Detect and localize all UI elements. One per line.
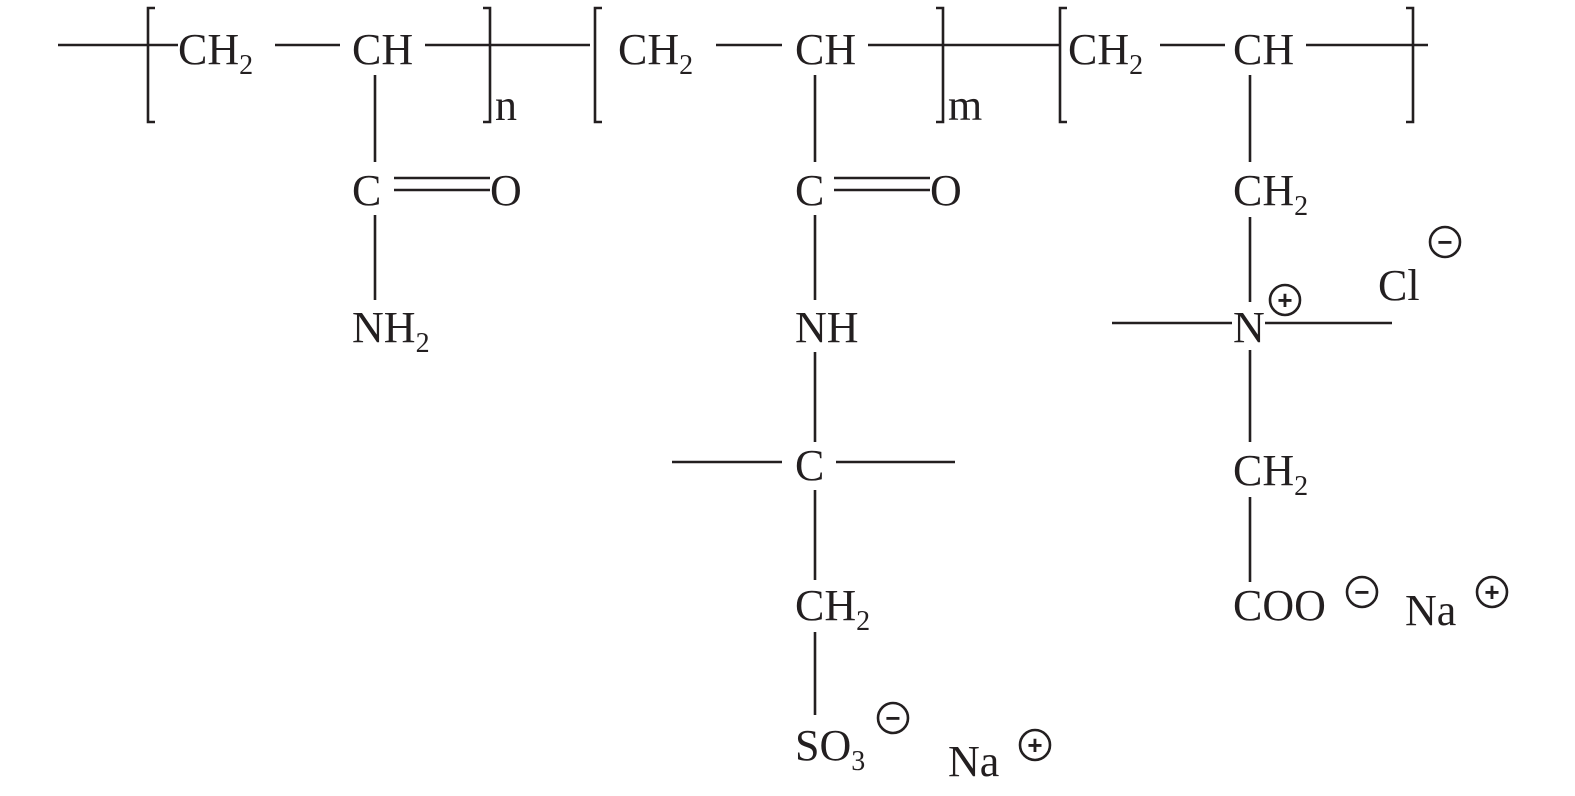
ch2-label: CH2 bbox=[1068, 25, 1143, 81]
unit3-betaine: CH2 CH CH2 N + Cl − CH2 COO − Na + bbox=[1058, 6, 1509, 635]
ch-label: CH bbox=[1233, 25, 1294, 74]
right-bracket bbox=[483, 6, 492, 124]
chloride-label: Cl bbox=[1378, 261, 1420, 310]
nitrogen-label: N bbox=[1233, 303, 1265, 352]
quaternary-c: C bbox=[795, 441, 824, 490]
ch2-label: CH2 bbox=[1233, 166, 1308, 222]
ch2-label: CH2 bbox=[795, 581, 870, 637]
ch-label: CH bbox=[352, 25, 413, 74]
carbonyl-o: O bbox=[490, 166, 522, 215]
positive-charge-icon: + bbox=[1268, 283, 1302, 317]
ch2-label: CH2 bbox=[618, 25, 693, 81]
ch2-label: CH2 bbox=[178, 25, 253, 81]
repeat-m: m bbox=[948, 81, 982, 130]
unit2-amps: CH2 CH m C O NH C CH2 SO3 − Na + bbox=[593, 6, 1060, 786]
unit1-acrylamide: CH2 CH n C O NH2 bbox=[58, 6, 590, 359]
svg-text:+: + bbox=[1277, 285, 1292, 315]
negative-charge-icon: − bbox=[1428, 225, 1462, 259]
right-bracket bbox=[1406, 6, 1415, 124]
sodium-label: Na bbox=[948, 737, 999, 786]
ch2-label: CH2 bbox=[1233, 446, 1308, 502]
carbonyl-o: O bbox=[930, 166, 962, 215]
svg-text:−: − bbox=[1354, 577, 1369, 607]
positive-charge-icon: + bbox=[1018, 728, 1052, 762]
carbonyl-c: C bbox=[352, 166, 381, 215]
left-bracket bbox=[1058, 6, 1067, 124]
right-bracket bbox=[936, 6, 945, 124]
carboxylate-label: COO bbox=[1233, 581, 1326, 630]
ch-label: CH bbox=[795, 25, 856, 74]
left-bracket bbox=[146, 6, 155, 124]
negative-charge-icon: − bbox=[1345, 575, 1379, 609]
repeat-n: n bbox=[495, 81, 517, 130]
so3-label: SO3 bbox=[795, 721, 865, 777]
svg-text:−: − bbox=[885, 703, 900, 733]
negative-charge-icon: − bbox=[876, 701, 910, 735]
svg-text:+: + bbox=[1027, 730, 1042, 760]
sodium-label: Na bbox=[1405, 586, 1456, 635]
svg-text:−: − bbox=[1437, 227, 1452, 257]
positive-charge-icon: + bbox=[1475, 575, 1509, 609]
nh-label: NH bbox=[795, 303, 859, 352]
left-bracket bbox=[593, 6, 602, 124]
carbonyl-c: C bbox=[795, 166, 824, 215]
svg-text:+: + bbox=[1484, 577, 1499, 607]
nh2-label: NH2 bbox=[352, 303, 430, 359]
